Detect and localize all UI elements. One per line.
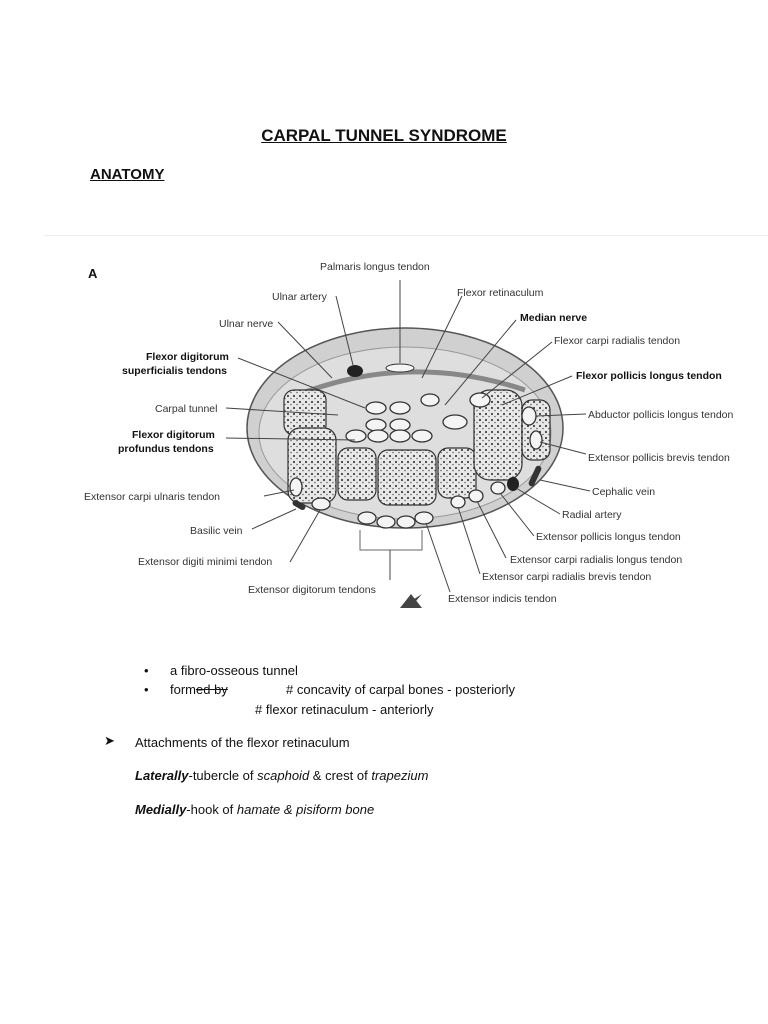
bullet-fibro-osseous: • a fibro-osseous tunnel (144, 663, 298, 678)
label-cephalic-vein: Cephalic vein (592, 486, 655, 498)
label-extensor-carpi-radialis-brevis: Extensor carpi radialis brevis tendon (482, 571, 651, 583)
label-carpal-tunnel: Carpal tunnel (155, 403, 217, 415)
section-heading: ANATOMY (90, 166, 165, 183)
wrist-cross-section-figure: Palmaris longus tendon Ulnar artery Flex… (84, 261, 734, 608)
laterally-line: Laterally-tubercle of scaphoid & crest o… (135, 768, 429, 783)
label-extensor-digitorum: Extensor digitorum tendons (248, 584, 376, 596)
label-palmaris-longus: Palmaris longus tendon (320, 261, 430, 273)
page-title: CARPAL TUNNEL SYNDROME (261, 126, 507, 145)
label-flexor-pollicis-longus: Flexor pollicis longus tendon (576, 370, 722, 382)
label-extensor-carpi-radialis-longus: Extensor carpi radialis longus tendon (510, 554, 682, 566)
label-ulnar-artery: Ulnar artery (272, 291, 328, 303)
bullet-formed-by: • formed by # concavity of carpal bones … (144, 682, 516, 697)
label-extensor-digiti-minimi: Extensor digiti minimi tendon (138, 556, 272, 568)
figure-letter: A (88, 266, 98, 281)
label-extensor-carpi-ulnaris: Extensor carpi ulnaris tendon (84, 491, 220, 503)
palmaris-tendon-shape (385, 363, 415, 373)
label-median-nerve: Median nerve (520, 312, 587, 324)
retinaculum-note: # flexor retinaculum - anteriorly (255, 702, 434, 717)
attachments-heading: Attachments of the flexor retinaculum (135, 735, 350, 750)
label-fdp-line2: profundus tendons (118, 443, 214, 455)
extensor-digitorum-bracket (359, 530, 423, 551)
extensor-tendons (289, 406, 543, 529)
label-radial-artery: Radial artery (562, 509, 622, 521)
concavity-note: # concavity of carpal bones - posteriorl… (286, 682, 516, 697)
label-extensor-pollicis-longus: Extensor pollicis longus tendon (536, 531, 681, 543)
label-ulnar-nerve: Ulnar nerve (219, 318, 273, 330)
bullet-dot: • (144, 663, 149, 678)
flexor-tendons (345, 392, 491, 443)
label-fdp-line1: Flexor digitorum (132, 429, 215, 441)
ulnar-artery-shape (347, 365, 363, 377)
label-fds-line1: Flexor digitorum (146, 351, 229, 363)
divider (44, 235, 768, 236)
radial-artery-shape (507, 477, 519, 491)
label-fds-line2: superficialis tendons (122, 365, 227, 377)
carpal-bones (283, 389, 551, 506)
label-extensor-indicis: Extensor indicis tendon (448, 593, 557, 605)
struck-text: ed by (196, 682, 228, 697)
label-extensor-pollicis-brevis: Extensor pollicis brevis tendon (588, 452, 730, 464)
bullet-dot: • (144, 682, 149, 697)
cephalic-vein-shape (528, 465, 542, 487)
label-flexor-carpi-radialis: Flexor carpi radialis tendon (554, 335, 680, 347)
label-abductor-pollicis-longus: Abductor pollicis longus tendon (588, 409, 734, 421)
label-basilic-vein: Basilic vein (190, 525, 243, 537)
label-flexor-retinaculum: Flexor retinaculum (457, 287, 544, 299)
arrow-bullet-icon: ➤ (104, 733, 115, 748)
medially-line: Medially-hook of hamate & pisiform bone (135, 802, 375, 817)
basilic-vein-shape (292, 500, 306, 510)
